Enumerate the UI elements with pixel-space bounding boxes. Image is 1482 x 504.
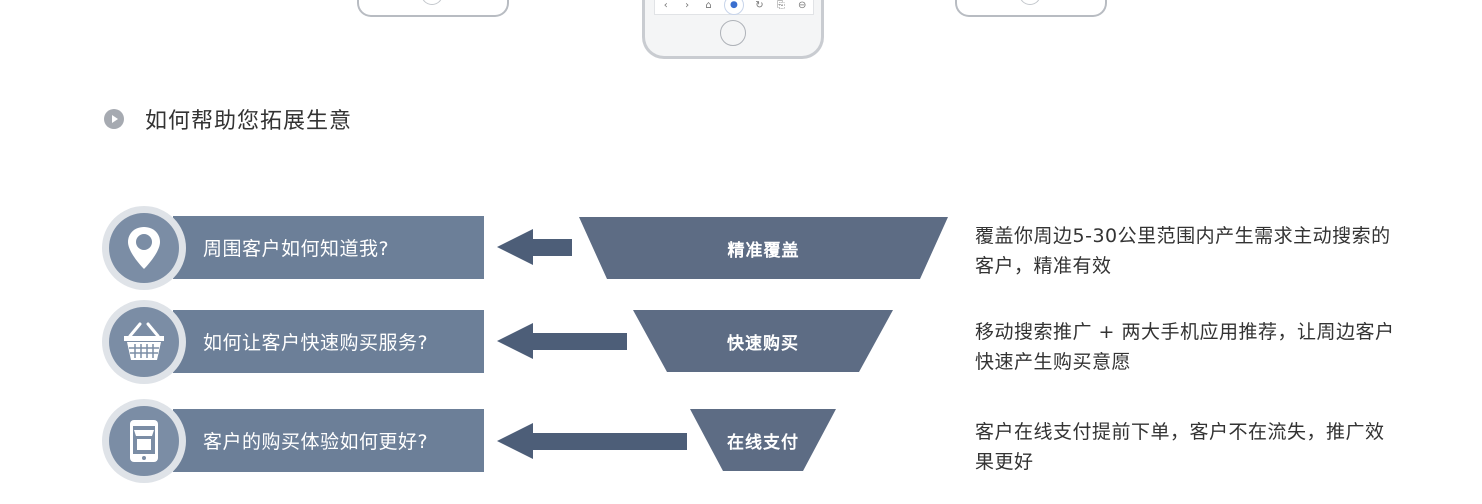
- left-arrow-icon: [497, 323, 627, 359]
- home-button-icon: [421, 0, 443, 5]
- menu-icon: ⊖: [798, 0, 807, 11]
- phone-mockup-left: [357, 0, 509, 17]
- question-bar: 客户的购买体验如何更好?: [173, 409, 484, 472]
- shopping-basket-icon: [124, 322, 164, 360]
- mic-icon: ●: [723, 0, 744, 15]
- refresh-icon: ↻: [755, 0, 764, 11]
- feature-row-1: 周围客户如何知道我? 精准覆盖 覆盖你周边5-30公里范围内产生需求主动搜索的客…: [0, 203, 1482, 293]
- question-bar: 周围客户如何知道我?: [173, 216, 484, 279]
- bullet-arrow-icon: [104, 109, 124, 129]
- forward-icon: ›: [685, 0, 690, 11]
- back-icon: ‹: [663, 0, 668, 11]
- description-text: 移动搜索推广 + 两大手机应用推荐，让周边客户快速产生购买意愿: [975, 321, 1395, 373]
- funnel-label: 快速购买: [727, 333, 799, 354]
- section-heading: 如何帮助您拓展生意: [104, 103, 352, 135]
- home-button-icon: [1019, 0, 1041, 5]
- description-text: 客户在线支付提前下单，客户不在流失，推广效果更好: [975, 421, 1385, 473]
- description-text: 覆盖你周边5-30公里范围内产生需求主动搜索的客户，精准有效: [975, 225, 1391, 277]
- icon-badge: [102, 300, 186, 384]
- funnel-segment: 在线支付: [690, 409, 836, 471]
- tabs-icon: ⎘: [776, 0, 785, 11]
- feature-row-2: 如何让客户快速购买服务? 快速购买 移动搜索推广 + 两大手机应用推荐，让周边客…: [0, 297, 1482, 387]
- funnel-segment: 精准覆盖: [579, 217, 948, 279]
- left-arrow-icon: [497, 229, 572, 265]
- funnel-segment: 快速购买: [633, 310, 893, 372]
- question-text: 客户的购买体验如何更好?: [203, 431, 429, 453]
- left-arrow-icon: [497, 423, 687, 459]
- browser-toolbar: ‹ › ⌂ ● ↻ ⎘ ⊖: [655, 0, 813, 15]
- home-button-icon: [720, 20, 746, 46]
- home-icon: ⌂: [705, 0, 712, 11]
- mobile-shop-icon: [130, 420, 158, 462]
- phone-mockup-right: [955, 0, 1107, 17]
- question-bar: 如何让客户快速购买服务?: [173, 310, 484, 373]
- question-text: 如何让客户快速购买服务?: [203, 332, 429, 354]
- icon-badge: [102, 206, 186, 290]
- funnel-label: 在线支付: [727, 432, 799, 453]
- feature-row-3: 客户的购买体验如何更好? 在线支付 客户在线支付提前下单，客户不在流失，推广效果…: [0, 395, 1482, 485]
- phone-screen: ‹ › ⌂ ● ↻ ⎘ ⊖: [654, 0, 814, 15]
- location-pin-icon: [128, 227, 160, 269]
- section-title: 如何帮助您拓展生意: [145, 108, 353, 133]
- question-text: 周围客户如何知道我?: [203, 238, 390, 260]
- phone-mockup-center: ‹ › ⌂ ● ↻ ⎘ ⊖: [642, 0, 824, 59]
- icon-badge: [102, 399, 186, 483]
- funnel-label: 精准覆盖: [727, 240, 800, 261]
